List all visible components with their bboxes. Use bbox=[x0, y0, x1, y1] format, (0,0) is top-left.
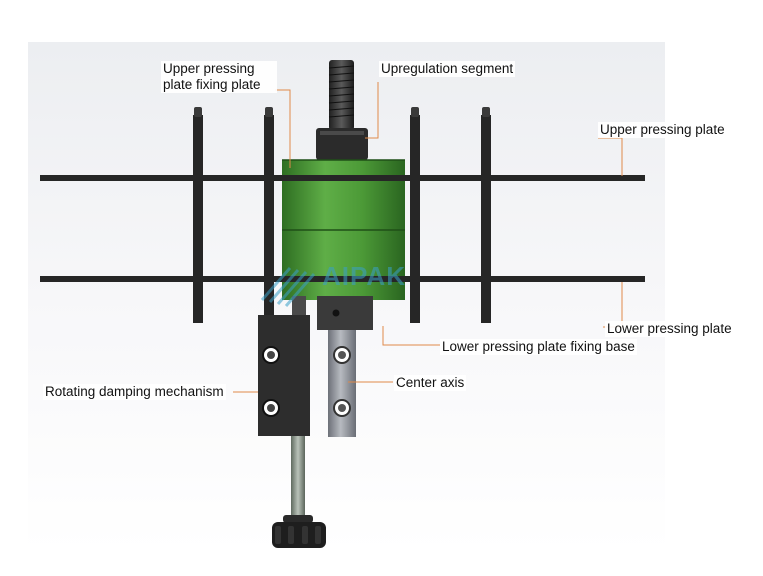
leader-fixing-base bbox=[382, 326, 440, 346]
watermark-text: AIPAK bbox=[322, 261, 406, 291]
guide-rod-1 bbox=[193, 115, 203, 323]
center-axis-part bbox=[328, 330, 356, 437]
guide-rod-tip-2 bbox=[265, 107, 273, 117]
guide-rods bbox=[193, 107, 491, 323]
upregulation-nut bbox=[316, 128, 368, 160]
leader-upper-plate bbox=[598, 137, 623, 176]
leader-upregulation bbox=[365, 82, 379, 139]
rotating-damping-block bbox=[258, 296, 310, 436]
label-lower-pressing-plate: Lower pressing plate bbox=[605, 321, 734, 337]
label-lower-fixing-base: Lower pressing plate fixing base bbox=[440, 339, 637, 355]
guide-rod-2 bbox=[264, 115, 274, 323]
leader-upper-fixing-plate bbox=[275, 89, 291, 168]
label-upper-fixing-plate: Upper pressing plate fixing plate bbox=[161, 61, 277, 93]
adjust-knob bbox=[272, 515, 326, 548]
guide-rod-3 bbox=[410, 115, 420, 323]
watermark-logo: AIPAK bbox=[260, 261, 406, 307]
damping-rod bbox=[291, 436, 305, 520]
label-center-axis: Center axis bbox=[394, 375, 467, 391]
label-rotating-damping: Rotating damping mechanism bbox=[43, 384, 226, 400]
label-upregulation-segment: Upregulation segment bbox=[379, 61, 516, 77]
lower-fixing-base bbox=[317, 296, 373, 330]
label-upper-pressing-plate: Upper pressing plate bbox=[598, 122, 727, 138]
lower-pressing-plate-bar bbox=[40, 276, 645, 282]
fixing-base-hole bbox=[332, 309, 340, 317]
guide-rod-4 bbox=[481, 115, 491, 323]
guide-rod-tip-3 bbox=[411, 107, 419, 117]
guide-rod-tip-1 bbox=[194, 107, 202, 117]
upregulation-screw bbox=[328, 60, 355, 130]
upper-pressing-plate-bar bbox=[40, 175, 645, 181]
guide-rod-tip-4 bbox=[482, 107, 490, 117]
watermark-lines-icon bbox=[260, 267, 316, 307]
